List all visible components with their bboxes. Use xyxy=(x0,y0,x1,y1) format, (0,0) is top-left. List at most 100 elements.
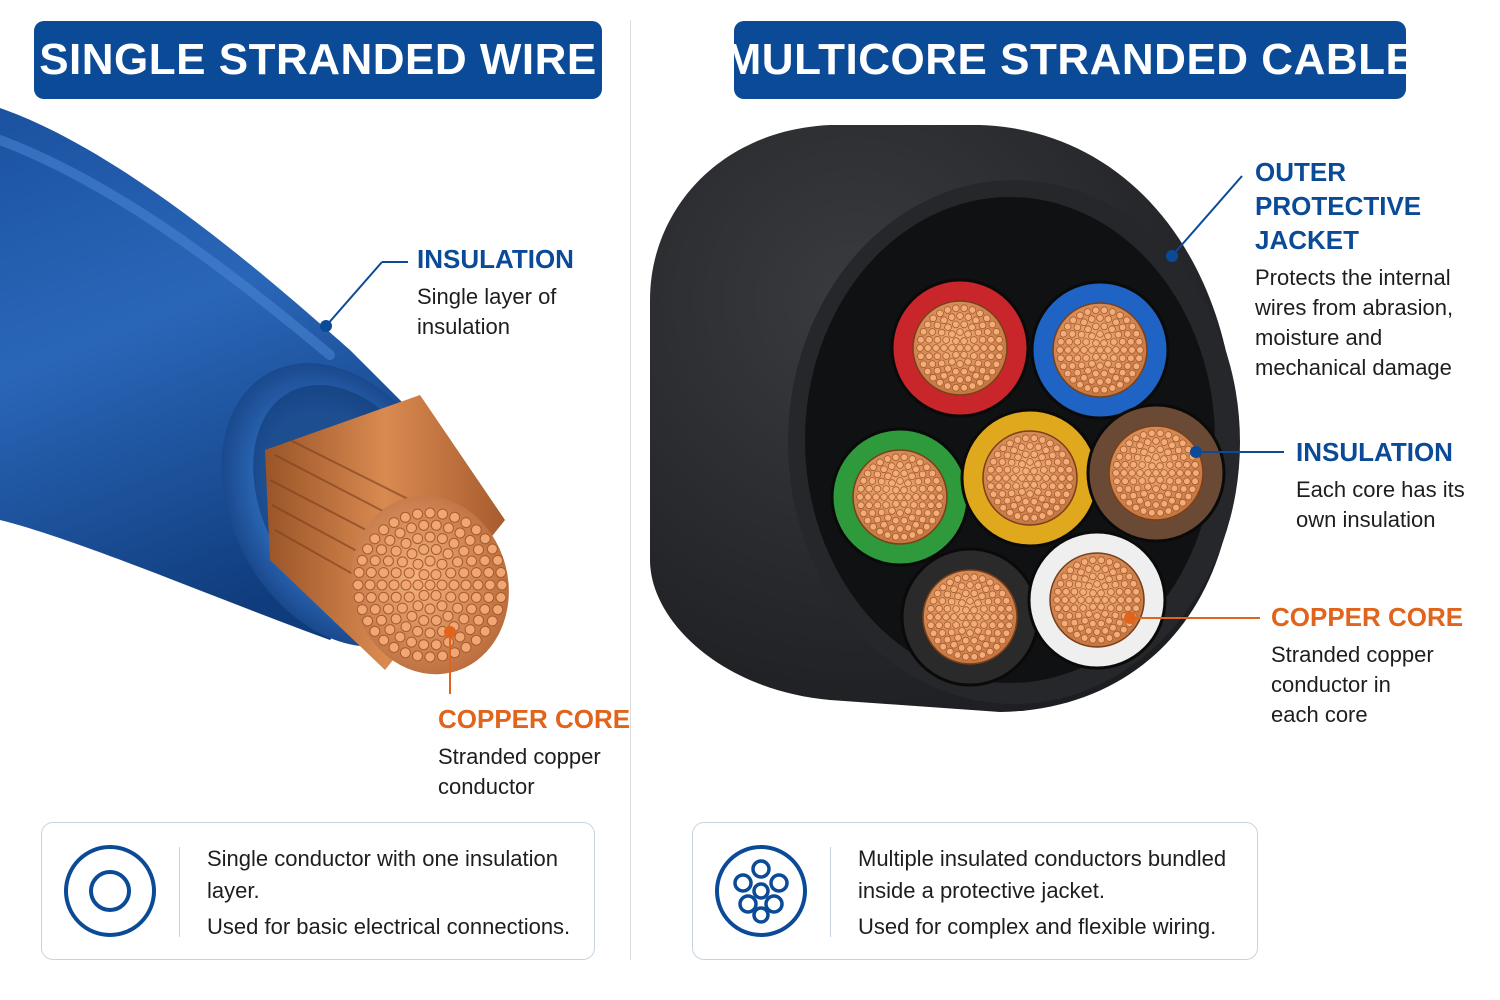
copper-strand xyxy=(900,469,908,478)
copper-strand xyxy=(877,477,886,486)
copper-strand xyxy=(1104,377,1113,385)
copper-strand xyxy=(418,569,430,581)
copper-strand xyxy=(956,328,964,336)
single-copper-callout: COPPER CORE Stranded copper conductor xyxy=(438,702,630,802)
copper-strand xyxy=(412,533,424,545)
copper-strand xyxy=(1010,501,1018,510)
copper-strand xyxy=(1026,442,1034,450)
copper-strand xyxy=(863,469,872,478)
copper-strand xyxy=(1057,354,1065,363)
copper-strand xyxy=(1110,354,1118,362)
copper-strand xyxy=(1079,588,1087,596)
copper-strand xyxy=(986,474,994,482)
copper-strand xyxy=(1148,429,1156,438)
copper-strand xyxy=(927,621,935,630)
copper-strand xyxy=(436,600,448,612)
copper-strand xyxy=(1058,474,1066,482)
copper-strand xyxy=(1012,482,1020,490)
copper-strand xyxy=(1006,439,1014,448)
copper-strand xyxy=(953,651,962,659)
copper-strand xyxy=(980,621,988,629)
copper-strand xyxy=(1093,612,1101,620)
copper-strand xyxy=(978,352,987,361)
copper-strand xyxy=(1176,469,1184,477)
single-wire-title-banner: SINGLE STRANDED WIRE xyxy=(34,21,602,99)
copper-strand xyxy=(1121,460,1129,469)
copper-strand xyxy=(1118,323,1127,332)
copper-strand xyxy=(1034,460,1042,468)
copper-strand xyxy=(1164,489,1172,498)
copper-strand xyxy=(1026,474,1034,482)
copper-strand xyxy=(988,320,997,329)
copper-strand xyxy=(904,507,912,515)
copper-strand xyxy=(1077,596,1085,604)
copper-strand xyxy=(1105,616,1113,625)
copper-strand xyxy=(938,629,947,637)
copper-strand xyxy=(1018,474,1026,482)
copper-strand xyxy=(982,613,990,621)
copper-strand xyxy=(953,575,962,583)
copper-strand xyxy=(418,615,430,626)
copper-strand xyxy=(1179,453,1188,461)
single-wire-info-box: Single conductor with one insulation lay… xyxy=(41,822,595,960)
copper-strand xyxy=(943,621,952,629)
multicore-insulation-callout: INSULATION Each core has its own insulat… xyxy=(1296,435,1486,535)
copper-strand xyxy=(424,603,436,615)
copper-strand xyxy=(1179,498,1187,507)
copper-strand xyxy=(1066,566,1074,575)
copper-strand xyxy=(944,323,952,332)
copper-strand xyxy=(984,628,993,637)
copper-strand xyxy=(908,531,917,539)
copper-strand xyxy=(998,490,1007,498)
copper-strand xyxy=(964,375,973,383)
copper-strand xyxy=(1107,604,1115,612)
copper-strand xyxy=(418,589,430,601)
copper-strand xyxy=(1003,482,1012,491)
copper-strand xyxy=(1120,469,1128,477)
copper-strand xyxy=(460,579,472,591)
copper-strand xyxy=(882,501,890,509)
copper-strand xyxy=(972,371,980,380)
copper-strand xyxy=(454,631,466,643)
copper-strand xyxy=(1089,556,1097,564)
copper-strand xyxy=(1113,561,1121,570)
copper-strand xyxy=(437,650,448,662)
multicore-cable-icon xyxy=(715,845,807,937)
copper-strand xyxy=(1026,458,1034,466)
copper-strand xyxy=(1085,610,1093,618)
copper-strand xyxy=(1184,469,1192,477)
copper-strand xyxy=(1112,469,1120,477)
copper-strand xyxy=(1136,469,1144,477)
copper-strand xyxy=(1072,346,1080,354)
copper-strand xyxy=(1138,461,1146,469)
copper-strand xyxy=(1022,497,1030,506)
copper-strand xyxy=(883,531,892,539)
copper-strand xyxy=(1108,325,1116,334)
copper-strand xyxy=(1084,627,1093,635)
jacket-desc: Protects the internal wires from abrasio… xyxy=(1255,265,1454,380)
copper-strand xyxy=(947,313,956,321)
copper-strand xyxy=(993,450,1002,459)
copper-strand xyxy=(928,360,937,368)
copper-strand xyxy=(1100,306,1108,315)
copper-strand xyxy=(1066,625,1074,634)
copper-strand xyxy=(1115,618,1124,627)
copper-strand xyxy=(449,647,461,659)
copper-strand xyxy=(1069,316,1077,325)
copper-strand xyxy=(1073,561,1081,570)
copper-strand xyxy=(933,321,942,330)
panel-divider xyxy=(630,20,631,960)
copper-strand xyxy=(936,493,944,501)
copper-strand xyxy=(479,555,491,567)
copper-strand xyxy=(1160,500,1169,508)
single-copper-leader xyxy=(444,626,456,694)
copper-strand xyxy=(919,360,928,369)
copper-strand xyxy=(938,597,947,605)
multicore-cable-title-banner: MULTICORE STRANDED CABLE xyxy=(725,21,1415,99)
copper-strand xyxy=(960,367,968,376)
copper-strand xyxy=(1123,375,1131,384)
copper-strand xyxy=(1080,346,1088,354)
copper-strand xyxy=(1139,507,1148,515)
copper-strand xyxy=(1123,330,1132,338)
copper-strand xyxy=(1100,369,1108,378)
